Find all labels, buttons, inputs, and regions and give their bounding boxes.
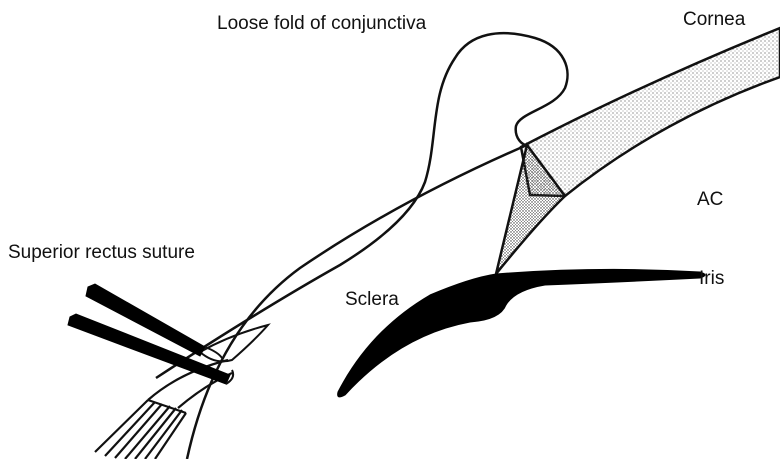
label-conjunctiva-fold: Loose fold of conjunctiva: [217, 14, 426, 33]
label-anterior-chamber: AC: [697, 190, 723, 209]
label-superior-rectus: Superior rectus suture: [8, 243, 195, 262]
conjunctiva-line: [156, 33, 567, 378]
label-cornea: Cornea: [683, 10, 745, 29]
suture-instruments: [68, 284, 230, 384]
label-sclera: Sclera: [345, 290, 399, 309]
label-iris: Iris: [699, 269, 724, 288]
